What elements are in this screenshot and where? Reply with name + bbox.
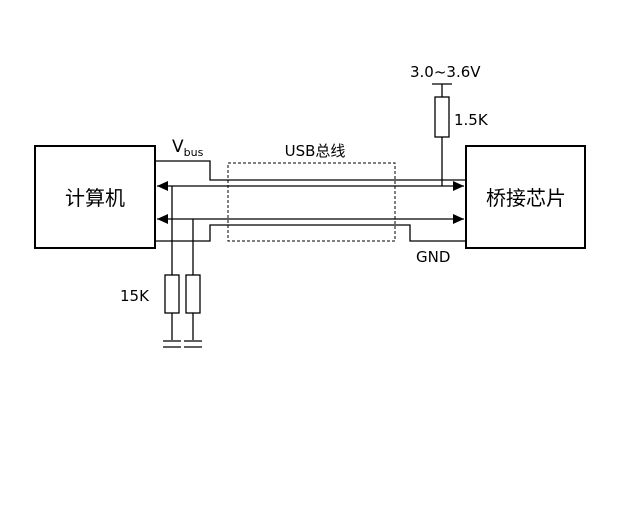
vbus-label-main: V [172, 137, 184, 157]
bridge-chip-label: 桥接芯片 [486, 186, 566, 210]
usb-bus-boundary [227, 162, 396, 242]
ground-symbol-1 [163, 340, 181, 348]
vbus-label-sub: bus [184, 146, 204, 159]
vbus-label: Vbus [172, 137, 204, 159]
supply-voltage-label: 3.0~3.6V [410, 63, 481, 81]
data-plus-arrow-left [157, 181, 168, 191]
pulldown-resistor-2 [185, 274, 201, 314]
computer-block [34, 145, 156, 249]
vbus-line [155, 160, 466, 181]
usb-bus-label: USB总线 [285, 142, 346, 160]
gnd-line [155, 224, 466, 242]
pullup-resistor [434, 96, 450, 138]
computer-label: 计算机 [65, 186, 125, 210]
pulldown-resistor-1 [164, 274, 180, 314]
gnd-label: GND [416, 248, 450, 266]
ground-symbol-2 [184, 340, 202, 348]
pullup-resistor-label: 1.5K [454, 111, 489, 129]
data-minus-arrow-right [453, 214, 464, 224]
data-plus-arrow-right [453, 181, 464, 191]
pulldown-resistor-label: 15K [120, 287, 150, 305]
data-minus-arrow-left [157, 214, 168, 224]
bridge-chip-block [465, 145, 586, 249]
